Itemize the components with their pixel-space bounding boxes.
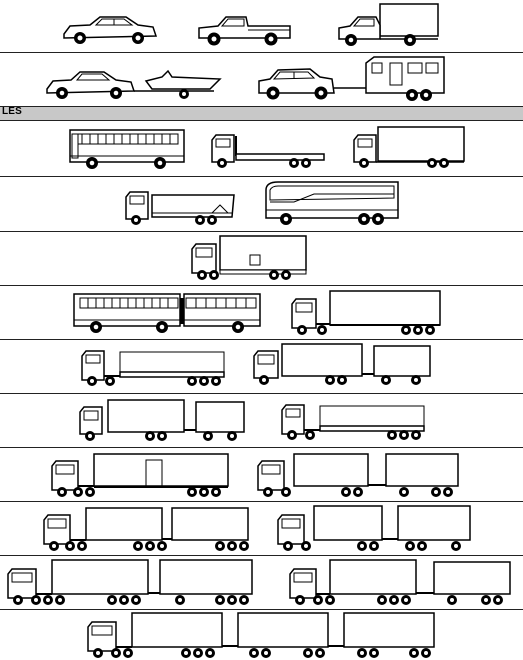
tractor-triple-road-train-icon — [86, 611, 438, 659]
section-label: LES — [2, 106, 22, 117]
tractor-b-double-long-icon — [6, 558, 256, 606]
suv-with-caravan-icon — [256, 55, 448, 103]
car-icon — [60, 14, 158, 46]
row-light-vehicles — [0, 0, 523, 52]
tipper-truck-icon — [124, 187, 236, 227]
flatbed-rigid-truck-icon — [210, 132, 326, 170]
heavy-box-rigid-truck-icon — [190, 235, 308, 281]
row-road-train — [0, 610, 523, 660]
row-tipper-coach — [0, 177, 523, 230]
tractor-b-double-long-icon — [288, 558, 514, 606]
tractor-b-double-icon — [42, 506, 250, 552]
row-combinations-a — [0, 340, 523, 393]
pickup-camper-icon — [336, 3, 440, 47]
truck-and-trailer-icon — [252, 342, 432, 388]
row-light-vehicles-towing — [0, 53, 523, 106]
truck-and-trailer-icon — [276, 504, 472, 552]
tractor-flatbed-semitrailer-icon — [80, 348, 226, 388]
section-header-band: LES — [0, 106, 523, 121]
row-combinations-c — [0, 448, 523, 501]
coach-bus-icon — [264, 180, 400, 226]
row-combinations-e — [0, 556, 523, 609]
pickup-truck-icon — [196, 14, 292, 46]
car-with-boat-trailer-icon — [44, 67, 222, 101]
row-combinations-b — [0, 394, 523, 447]
row-heavy-rigid — [0, 232, 523, 285]
truck-and-trailer-icon — [78, 398, 246, 442]
tractor-semitrailer-icon — [290, 290, 442, 336]
box-rigid-truck-icon — [352, 126, 466, 170]
tractor-long-box-semitrailer-icon — [50, 452, 230, 498]
row-buses-rigid-trucks — [0, 122, 523, 175]
row-combinations-d — [0, 502, 523, 555]
row-articulated — [0, 286, 523, 339]
tractor-flatbed-semitrailer-icon — [280, 402, 426, 442]
truck-and-trailer-icon — [256, 452, 462, 498]
articulated-bus-icon — [72, 290, 262, 336]
city-bus-icon — [68, 128, 186, 170]
